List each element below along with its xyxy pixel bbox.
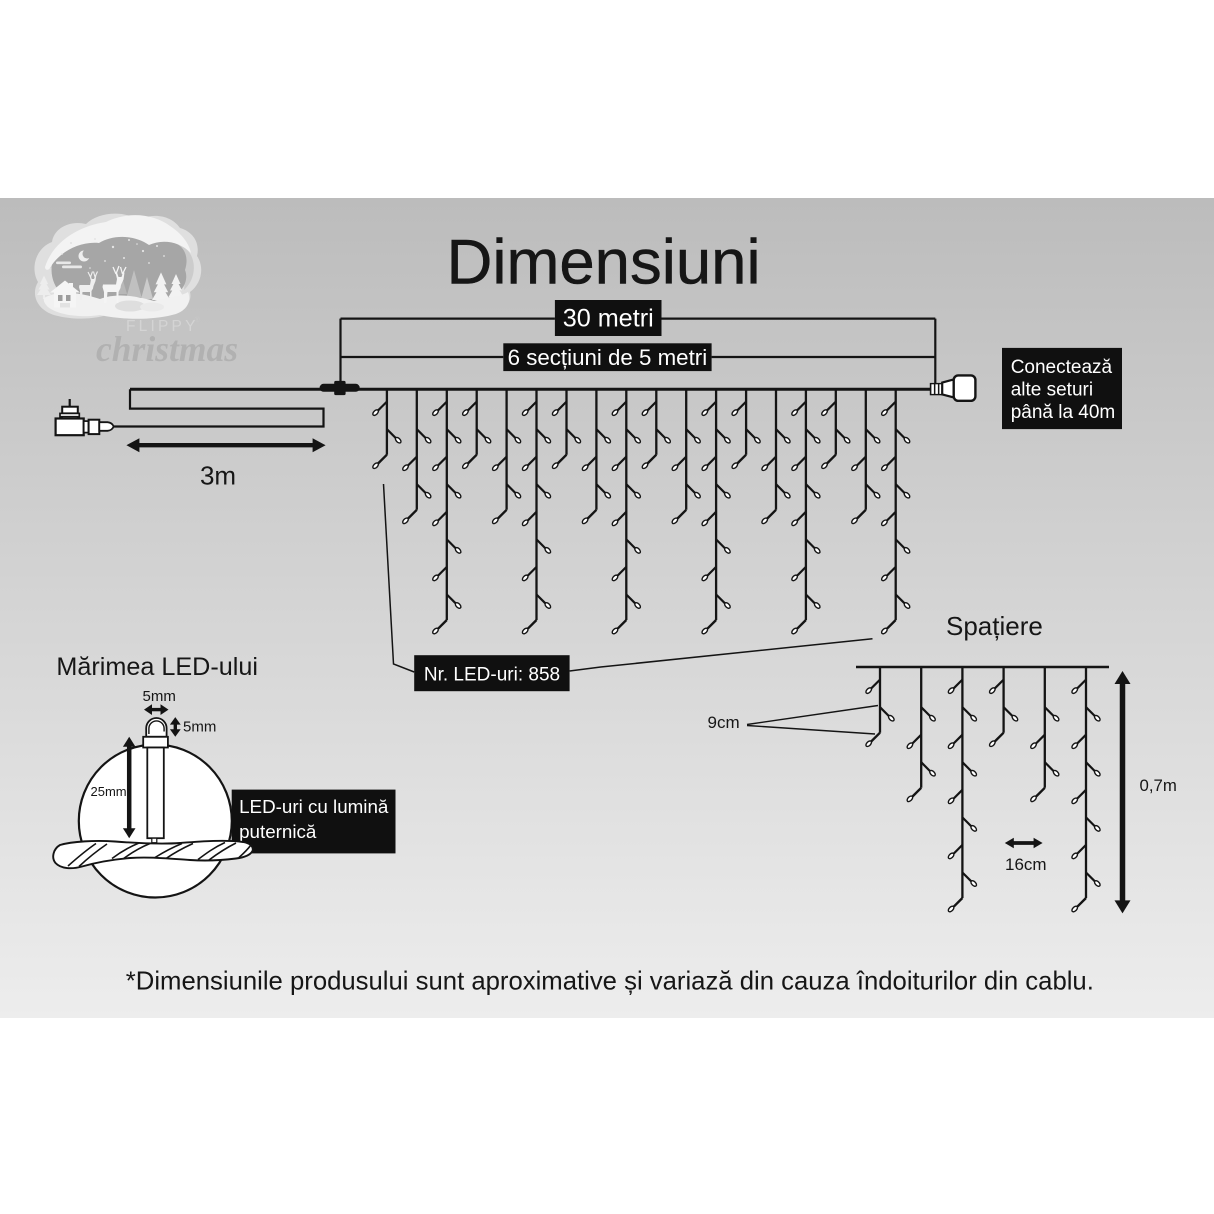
svg-text:25mm: 25mm <box>91 784 127 799</box>
svg-text:Mărimea LED-ului: Mărimea LED-ului <box>56 653 258 681</box>
svg-text:FLIPPY: FLIPPY <box>126 318 199 335</box>
svg-text:christmas: christmas <box>96 329 238 369</box>
svg-text:9cm: 9cm <box>708 713 740 732</box>
svg-text:0,7m: 0,7m <box>1140 776 1177 795</box>
svg-text:5mm: 5mm <box>143 688 176 705</box>
svg-text:5mm: 5mm <box>183 719 216 736</box>
svg-text:alte seturi: alte seturi <box>1011 380 1093 401</box>
svg-text:Dimensiuni: Dimensiuni <box>447 228 761 298</box>
svg-text:6 secțiuni de 5 metri: 6 secțiuni de 5 metri <box>508 345 708 370</box>
svg-text:3m: 3m <box>200 461 236 491</box>
svg-text:Spațiere: Spațiere <box>946 611 1043 641</box>
svg-text:Nr. LED-uri: 858: Nr. LED-uri: 858 <box>424 665 560 686</box>
svg-text:LED-uri cu lumină: LED-uri cu lumină <box>239 796 389 817</box>
svg-text:până la 40m: până la 40m <box>1011 402 1116 423</box>
svg-text:®: ® <box>195 316 201 324</box>
svg-text:puternică: puternică <box>239 821 317 842</box>
svg-text:*Dimensiunile produsului sunt: *Dimensiunile produsului sunt aproximati… <box>126 968 1094 996</box>
svg-text:30 metri: 30 metri <box>563 305 654 333</box>
svg-text:16cm: 16cm <box>1005 855 1047 874</box>
svg-text:Conectează: Conectează <box>1011 357 1113 378</box>
